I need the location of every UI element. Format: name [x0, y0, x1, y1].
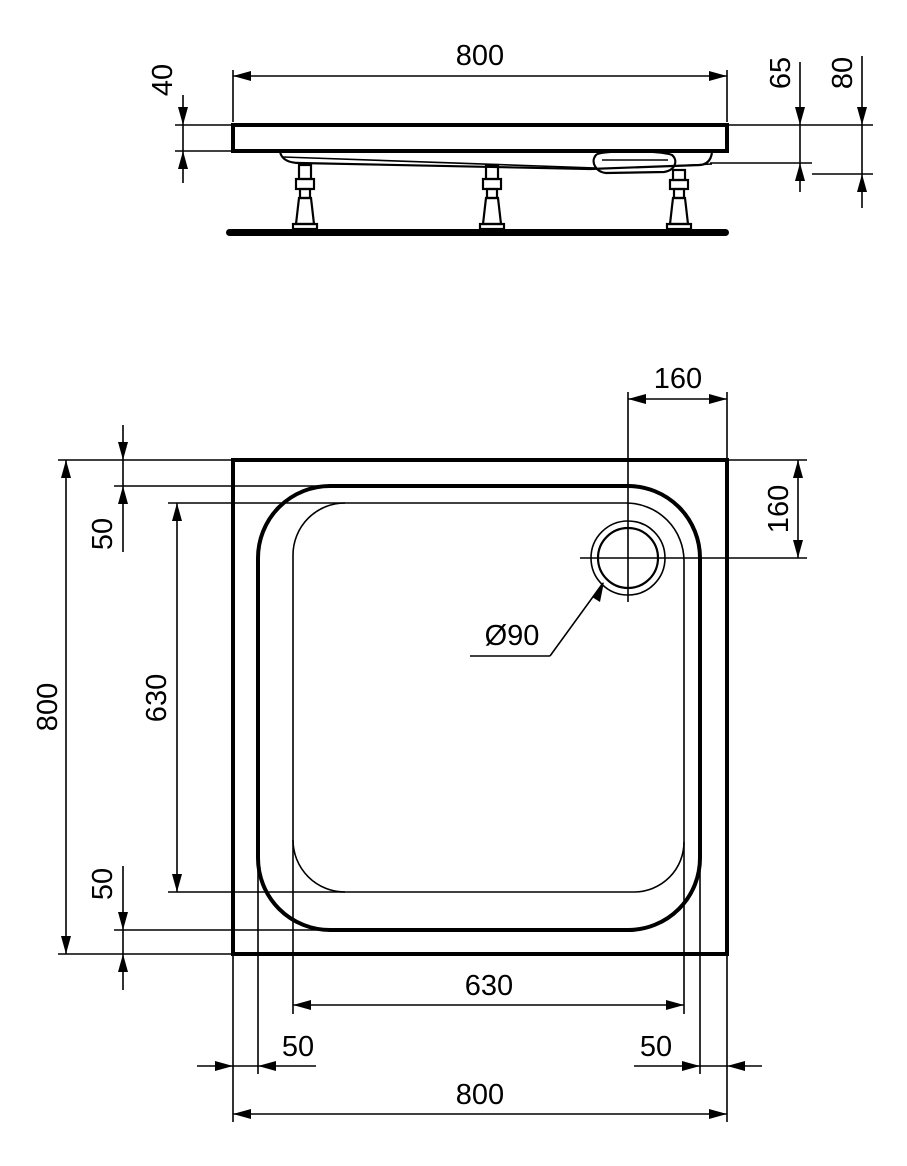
elevation-rim-dimension: 40 [147, 64, 233, 183]
elevation-drain-offset-label: 65 [765, 57, 797, 89]
plan-width-dimension: 800 [233, 1079, 727, 1119]
plan-inner-width-label: 630 [465, 970, 513, 1002]
tray-basin-underside [278, 150, 714, 171]
plan-right-margin-dimension: 50 [634, 1031, 762, 1071]
plan-view: 160 160 Ø90 800 [32, 363, 807, 1122]
tray-leg-left [291, 163, 319, 231]
tray-rim [231, 123, 729, 153]
plan-bottom-margin-dimension: 50 [87, 866, 128, 990]
plan-drain-x-dimension: 160 [628, 363, 728, 458]
plan-bottom-margin-label: 50 [87, 868, 119, 900]
plan-inner-width-dimension: 630 [293, 970, 684, 1010]
plan-height-dimension: 800 [32, 460, 71, 954]
plan-drain-y-label: 160 [763, 485, 795, 533]
tray-leg-middle [478, 163, 506, 231]
plan-drain-diameter-callout: Ø90 [470, 582, 604, 657]
plan-top-margin-dimension: 50 [87, 425, 128, 552]
plan-top-margin-label: 50 [87, 518, 119, 550]
elevation-total-height-label: 80 [827, 57, 859, 89]
plan-drain-x-label: 160 [654, 363, 702, 395]
plan-left-margin-dimension: 50 [197, 1031, 316, 1071]
plan-left-margin-label: 50 [282, 1031, 314, 1063]
elevation-width-label: 800 [456, 40, 504, 72]
floor-line [226, 229, 729, 236]
plan-right-margin-label: 50 [640, 1031, 672, 1063]
tray-inner-rim [256, 484, 702, 932]
waste-outlet [592, 150, 677, 175]
drain-outlet [580, 392, 807, 602]
elevation-view: 800 40 65 80 [147, 40, 873, 236]
plan-drain-diameter-label: Ø90 [485, 620, 540, 652]
plan-drain-y-dimension: 160 [727, 459, 807, 558]
tray-basin-floor [292, 502, 685, 893]
plan-inner-height-dimension: 630 [141, 503, 182, 892]
plan-height-label: 800 [32, 683, 64, 731]
elevation-drain-offset-dimension: 65 [710, 57, 812, 192]
plan-inner-height-label: 630 [141, 674, 173, 722]
elevation-total-height-dimension: 80 [812, 56, 873, 208]
tray-leg-right [665, 168, 693, 231]
plan-width-label: 800 [456, 1079, 504, 1111]
tray-outline [231, 458, 729, 956]
elevation-width-dimension: 800 [232, 40, 728, 122]
elevation-rim-label: 40 [147, 64, 179, 96]
